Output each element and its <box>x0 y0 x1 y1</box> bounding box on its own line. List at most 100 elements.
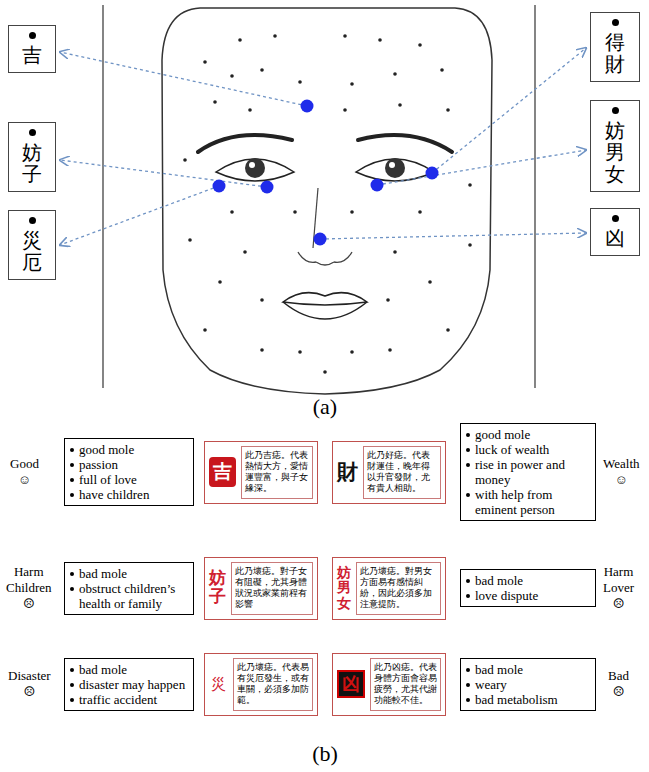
blue-mole <box>213 180 226 193</box>
mole-spot <box>446 108 450 112</box>
mole-spot <box>260 68 264 72</box>
mole-spot <box>440 68 444 72</box>
card-text: 此乃吉痣。代表熱情大方，愛情運豐富，與子女緣深。 <box>241 446 313 499</box>
bullet-dot <box>466 698 470 702</box>
mole-spot <box>393 72 397 76</box>
mole-label-box: 吉 <box>8 25 56 73</box>
mole-spot <box>203 328 207 332</box>
chinese-card: 財此乃好痣。代表財運佳，晚年得以升官發財，尤有貴人相助。 <box>332 441 446 504</box>
leader-line <box>320 233 586 239</box>
bullet-item: have children <box>69 487 188 502</box>
mole-spot <box>388 348 392 352</box>
panel-caption: (a) <box>313 394 337 420</box>
blue-mole <box>314 233 327 246</box>
bullet-item: disaster may happen <box>69 677 188 692</box>
mole-label-box: 凶 <box>590 208 640 256</box>
mole-spot <box>293 210 297 214</box>
bullet-item: traffic accident <box>69 692 188 707</box>
bullet-item: rise in power and money <box>465 457 590 487</box>
bullet-dot <box>466 433 470 437</box>
mole-spot <box>230 210 234 214</box>
meaning-box: bad molewearybad metabolism <box>460 658 596 711</box>
mole-spot <box>350 350 354 354</box>
panel-caption: (b) <box>312 741 338 767</box>
bullet-dot <box>466 463 470 467</box>
category-label: Harm Lover ☹ <box>603 564 634 612</box>
mole-spot <box>183 158 187 162</box>
bullet-dot <box>466 594 470 598</box>
card-text: 此乃壞痣。代表易有災厄發生，或有車關，必須多加防範。 <box>233 658 313 711</box>
bullet-item: bad mole <box>69 662 188 677</box>
bullet-dot <box>466 668 470 672</box>
eye-highlight <box>389 162 395 168</box>
mole-spot <box>350 210 354 214</box>
category-label: Wealth ☺ <box>603 456 640 488</box>
card-icon: 妨子 <box>209 569 226 606</box>
face-outline <box>162 8 492 394</box>
bullet-item: good mole <box>69 442 188 457</box>
bullet-item: bad mole <box>69 566 188 581</box>
box-text: 吉 <box>22 44 42 66</box>
mole-spot <box>238 38 242 42</box>
card-icon: 財 <box>337 458 358 486</box>
mole-spot <box>323 370 327 374</box>
mole-spot <box>260 348 264 352</box>
mole-label-box: 災厄 <box>8 210 56 280</box>
bullet-item: bad mole <box>465 662 590 677</box>
mole-spot <box>298 80 302 84</box>
category-label: Disaster ☹ <box>8 668 51 700</box>
card-text: 此乃壞痣。對男女方面易有感情糾紛，因此必須多加注意提防。 <box>356 562 441 615</box>
chinese-card: 災此乃壞痣。代表易有災厄發生，或有車關，必須多加防範。 <box>204 653 318 716</box>
bullet-item: love dispute <box>465 588 590 603</box>
frame-line <box>102 5 103 388</box>
marked-moles <box>213 100 439 246</box>
mole-spot <box>243 250 247 254</box>
bullet-item: weary <box>465 677 590 692</box>
mole-spot <box>468 183 472 187</box>
mole-spot <box>260 298 264 302</box>
mole-spot <box>343 108 347 112</box>
mole-spot <box>446 328 450 332</box>
upper-lip <box>283 293 367 305</box>
bullet-dot <box>70 683 74 687</box>
mole-spot <box>248 108 252 112</box>
bullet-dot <box>466 493 470 497</box>
leader-line <box>60 160 267 187</box>
bullet-item: passion <box>69 457 188 472</box>
bullet-dot <box>70 493 74 497</box>
mole-spot <box>393 250 397 254</box>
dot-mark <box>612 19 619 26</box>
bullet-dot <box>466 448 470 452</box>
bullet-dot <box>70 572 74 576</box>
category-label: Good ☺ <box>10 456 39 488</box>
bullet-dot <box>70 587 74 591</box>
dot-mark <box>29 217 36 224</box>
leader-line <box>60 52 307 106</box>
mole-spot <box>378 38 382 42</box>
bullet-dot <box>466 579 470 583</box>
bullet-dot <box>70 463 74 467</box>
card-text: 此乃好痣。代表財運佳，晚年得以升官發財，尤有貴人相助。 <box>363 446 441 499</box>
box-text: 得財 <box>605 31 625 75</box>
mole-spot <box>188 238 192 242</box>
eye-highlight <box>249 162 255 168</box>
leader-line <box>60 186 219 245</box>
mole-spot <box>203 60 207 64</box>
bullet-dot <box>70 698 74 702</box>
mole-label-box: 妨男女 <box>590 100 640 192</box>
mole-spot <box>213 100 217 104</box>
card-icon: 吉 <box>209 457 236 487</box>
bullet-item: full of love <box>69 472 188 487</box>
mole-spot <box>418 210 422 214</box>
bullet-item: good mole <box>465 427 590 442</box>
chinese-card: 凶此乃凶痣。代表身體方面會容易疲勞，尤其代謝功能較不佳。 <box>332 653 446 716</box>
iris <box>385 158 405 178</box>
meaning-box: good molepassionfull of lovehave childre… <box>64 438 194 506</box>
chinese-card: 吉此乃吉痣。代表熱情大方，愛情運豐富，與子女緣深。 <box>204 441 318 504</box>
box-text: 妨男女 <box>605 119 625 185</box>
leader-line <box>377 150 586 185</box>
blue-mole <box>426 167 439 180</box>
mole-spot <box>418 43 422 47</box>
frame-line <box>534 5 535 388</box>
